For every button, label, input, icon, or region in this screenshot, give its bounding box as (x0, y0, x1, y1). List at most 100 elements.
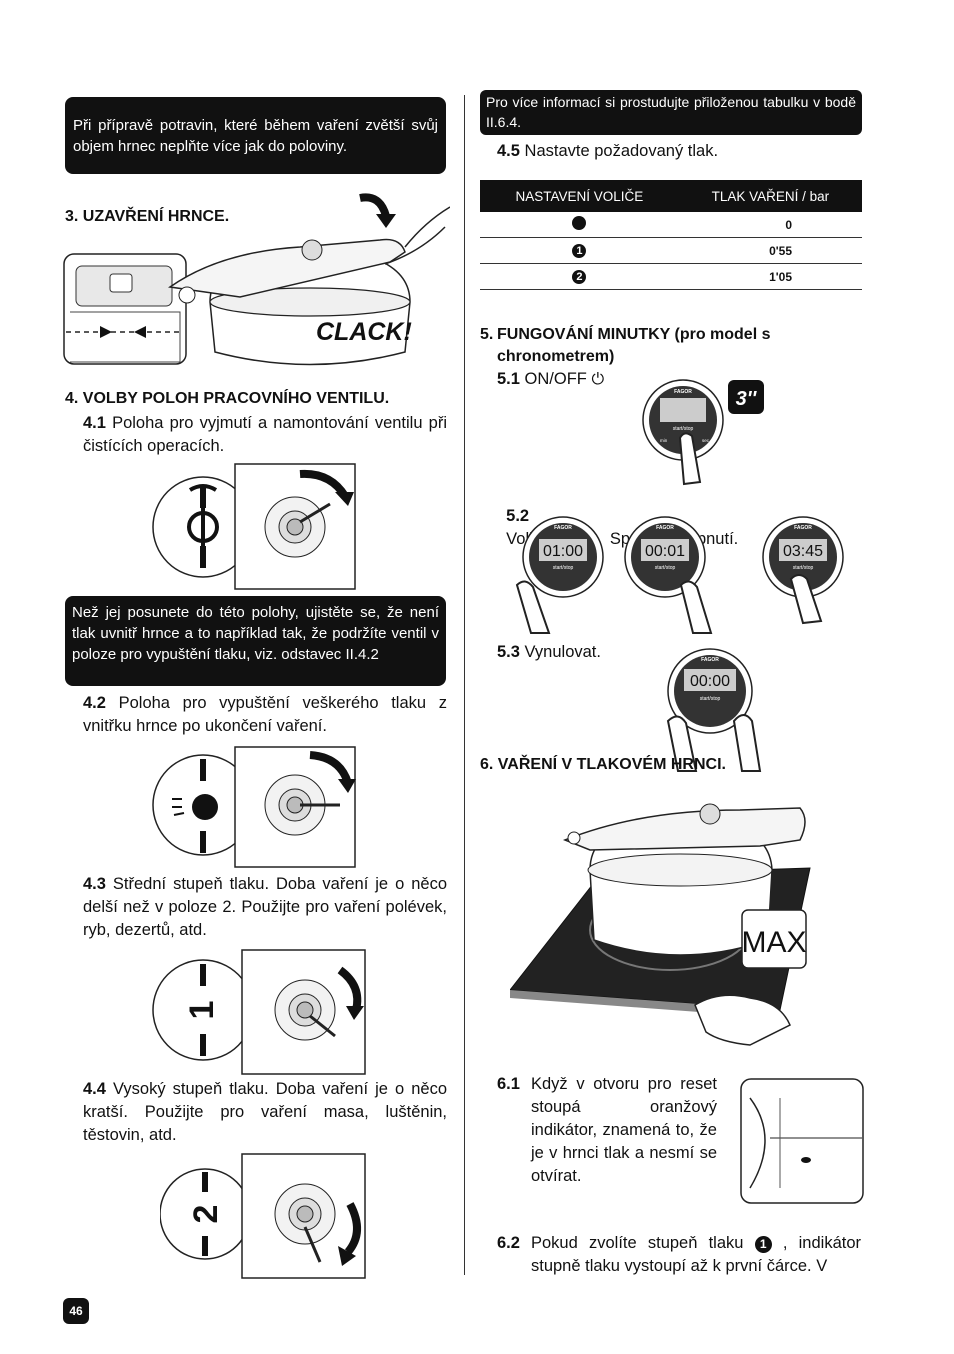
timer-display: 03:45 (783, 543, 823, 560)
item-4-4-text: Vysoký stupeň tlaku. Doba vaření je o ně… (83, 1080, 447, 1144)
valve-position-remove-illustration (152, 463, 356, 590)
note-box-table-reference: Pro více informací si prostudujte přilož… (480, 90, 862, 135)
section-5-title: FUNGOVÁNÍ MINUTKY (pro model s chronomet… (497, 326, 771, 365)
timer-brand: FAGOR (794, 525, 812, 531)
item-4-4-number: 4.4 (83, 1080, 106, 1098)
three-seconds-badge: 3'' (736, 388, 758, 410)
reset-indicator-illustration (740, 1078, 864, 1204)
item-5-1-number: 5.1 (497, 370, 520, 388)
valve-position-2-badge: 2 (187, 1205, 225, 1224)
timer-display: 00:01 (645, 543, 685, 560)
timer-start-stop-label: start/stop (673, 426, 694, 432)
item-6-1-text: Když v otvoru pro reset stoupá oranžový … (531, 1075, 717, 1185)
table-cell-pressure: 0 (678, 212, 862, 238)
item-6-2-text: Pokud zvolíte stupeň tlaku 1 , indikátor… (531, 1232, 861, 1278)
table-cell-setting (480, 212, 679, 238)
table-cell-pressure: 0'55 (678, 237, 862, 264)
section-6-heading: 6. VAŘENÍ V TLAKOVÉM HRNCI. (480, 756, 726, 774)
item-5-1: 5.1 ON/OFF ⏻ (497, 368, 604, 391)
table-cell-pressure: 1'05 (678, 263, 862, 290)
note-box-pressure-warning: Než jej posunete do této polohy, ujistět… (65, 596, 446, 686)
pressure-table-col-pressure: TLAK VAŘENÍ / bar (678, 180, 862, 212)
timer-reset-illustration: 00:00 FAGOR start/stop (666, 648, 762, 772)
item-4-3-number: 4.3 (83, 875, 106, 893)
item-4-5-text: Nastavte požadovaný tlak. (524, 142, 719, 160)
setting-badge: 1 (572, 244, 587, 258)
note-table-reference-text: Pro více informací si prostudujte přilož… (486, 94, 856, 130)
clack-label: CLACK! (316, 318, 412, 346)
item-4-3-text: Střední stupeň tlaku. Doba vaření je o n… (83, 875, 447, 939)
lid-closing-illustration: CLACK! (63, 193, 450, 366)
item-4-5-number: 4.5 (497, 142, 520, 160)
item-6-1-number: 6.1 (497, 1075, 520, 1093)
section-6-title: VAŘENÍ V TLAKOVÉM HRNCI. (497, 756, 726, 773)
pressure-table: NASTAVENÍ VOLIČE TLAK VAŘENÍ / bar 0 1 0… (480, 180, 862, 290)
timer-brand: FAGOR (701, 657, 719, 663)
max-label: MAX (741, 926, 806, 959)
item-4-1: 4.1 Poloha pro vyjmutí a namontování ven… (83, 412, 447, 458)
item-6-2-number: 6.2 (497, 1234, 520, 1252)
section-4-title: VOLBY POLOH PRACOVNÍHO VENTILU. (82, 390, 390, 407)
timer-brand: FAGOR (656, 525, 674, 531)
timer-brand: FAGOR (554, 525, 572, 531)
section-5-heading: 5. FUNGOVÁNÍ MINUTKY (pro model s chrono… (480, 324, 860, 368)
item-5-3-number: 5.3 (497, 643, 520, 661)
section-4-number: 4. (65, 390, 79, 407)
item-4-3: 4.3 Střední stupeň tlaku. Doba vaření je… (83, 873, 447, 942)
pressure-table-header: NASTAVENÍ VOLIČE TLAK VAŘENÍ / bar (480, 180, 862, 212)
timer-set-illustrations: 01:00 FAGOR start/stop 00:01 FAGOR start… (515, 516, 844, 634)
section-6-number: 6. (480, 756, 494, 773)
table-cell-setting: 2 (480, 263, 679, 290)
timer-onoff-illustration: FAGOR start/stop min sec 3'' (642, 379, 764, 486)
valve-position-release-illustration (152, 746, 356, 868)
section-4-heading: 4. VOLBY POLOH PRACOVNÍHO VENTILU. (65, 390, 389, 408)
pot-on-hob-illustration: MAX (510, 803, 811, 1046)
section-3-number: 3. (65, 208, 79, 225)
item-5-3: 5.3 Vynulovat. (497, 641, 601, 664)
table-row: 2 1'05 (480, 263, 862, 290)
timer-sec-label: sec (702, 438, 710, 443)
steam-release-icon (572, 216, 587, 230)
page-number: 46 (63, 1298, 89, 1324)
table-row: 1 0'55 (480, 237, 862, 264)
item-6-2: 6.2 Pokud zvolíte stupeň tlaku 1 , indik… (497, 1232, 861, 1278)
section-5-number: 5. (480, 326, 494, 343)
note-pressure-warning-text: Než jej posunete do této polohy, ujistět… (72, 604, 439, 663)
timer-start-stop-label: start/stop (700, 696, 721, 702)
valve-position-1-badge: 1 (183, 1001, 221, 1020)
timer-min-label: min (660, 438, 668, 443)
item-6-1: 6.1 Když v otvoru pro reset stoupá oranž… (497, 1073, 717, 1188)
power-icon: ⏻ (591, 371, 605, 388)
timer-start-stop-label: start/stop (655, 565, 676, 571)
item-6-2-text-a: Pokud zvolíte stupeň tlaku (531, 1234, 744, 1252)
item-4-1-number: 4.1 (83, 414, 106, 432)
item-4-5: 4.5 Nastavte požadovaný tlak. (497, 140, 718, 163)
setting-badge: 2 (572, 270, 587, 284)
valve-position-1-illustration: 1 (152, 949, 366, 1075)
item-4-2: 4.2 Poloha pro vypuštění veškerého tlaku… (83, 692, 447, 738)
timer-reset-display: 00:00 (690, 673, 730, 690)
timer-start-stop-label: start/stop (793, 565, 814, 571)
timer-start-stop-label: start/stop (553, 565, 574, 571)
timer-set-1: 01:00 FAGOR start/stop (515, 516, 604, 634)
item-5-3-text: Vynulovat. (524, 643, 601, 661)
table-row: 0 (480, 212, 862, 238)
item-5-1-text: ON/OFF (524, 370, 587, 388)
note-box-volume: Při přípravě potravin, které během vařen… (65, 97, 446, 174)
timer-display: 01:00 (543, 543, 583, 560)
table-cell-setting: 1 (480, 237, 679, 264)
item-4-1-text: Poloha pro vyjmutí a namontování ventilu… (83, 414, 447, 455)
item-4-2-number: 4.2 (83, 694, 106, 712)
pressure-level-badge: 1 (754, 1236, 772, 1253)
pressure-table-col-setting: NASTAVENÍ VOLIČE (480, 180, 679, 212)
timer-brand: FAGOR (674, 389, 692, 395)
timer-set-2: 00:01 FAGOR start/stop (624, 516, 713, 634)
note-volume-text: Při přípravě potravin, které během vařen… (73, 117, 438, 155)
valve-position-2-illustration: 2 (160, 1153, 366, 1279)
item-4-2-text: Poloha pro vypuštění veškerého tlaku z v… (83, 694, 447, 735)
section-3-title: UZAVŘENÍ HRNCE. (82, 208, 230, 225)
item-6-2-text-b: , indikátor stupně tlaku vystoupí až k p… (531, 1234, 862, 1275)
timer-set-3: 03:45 FAGOR start/stop (762, 516, 844, 625)
column-divider (464, 95, 465, 1275)
item-4-4: 4.4 Vysoký stupeň tlaku. Doba vaření je … (83, 1078, 447, 1147)
